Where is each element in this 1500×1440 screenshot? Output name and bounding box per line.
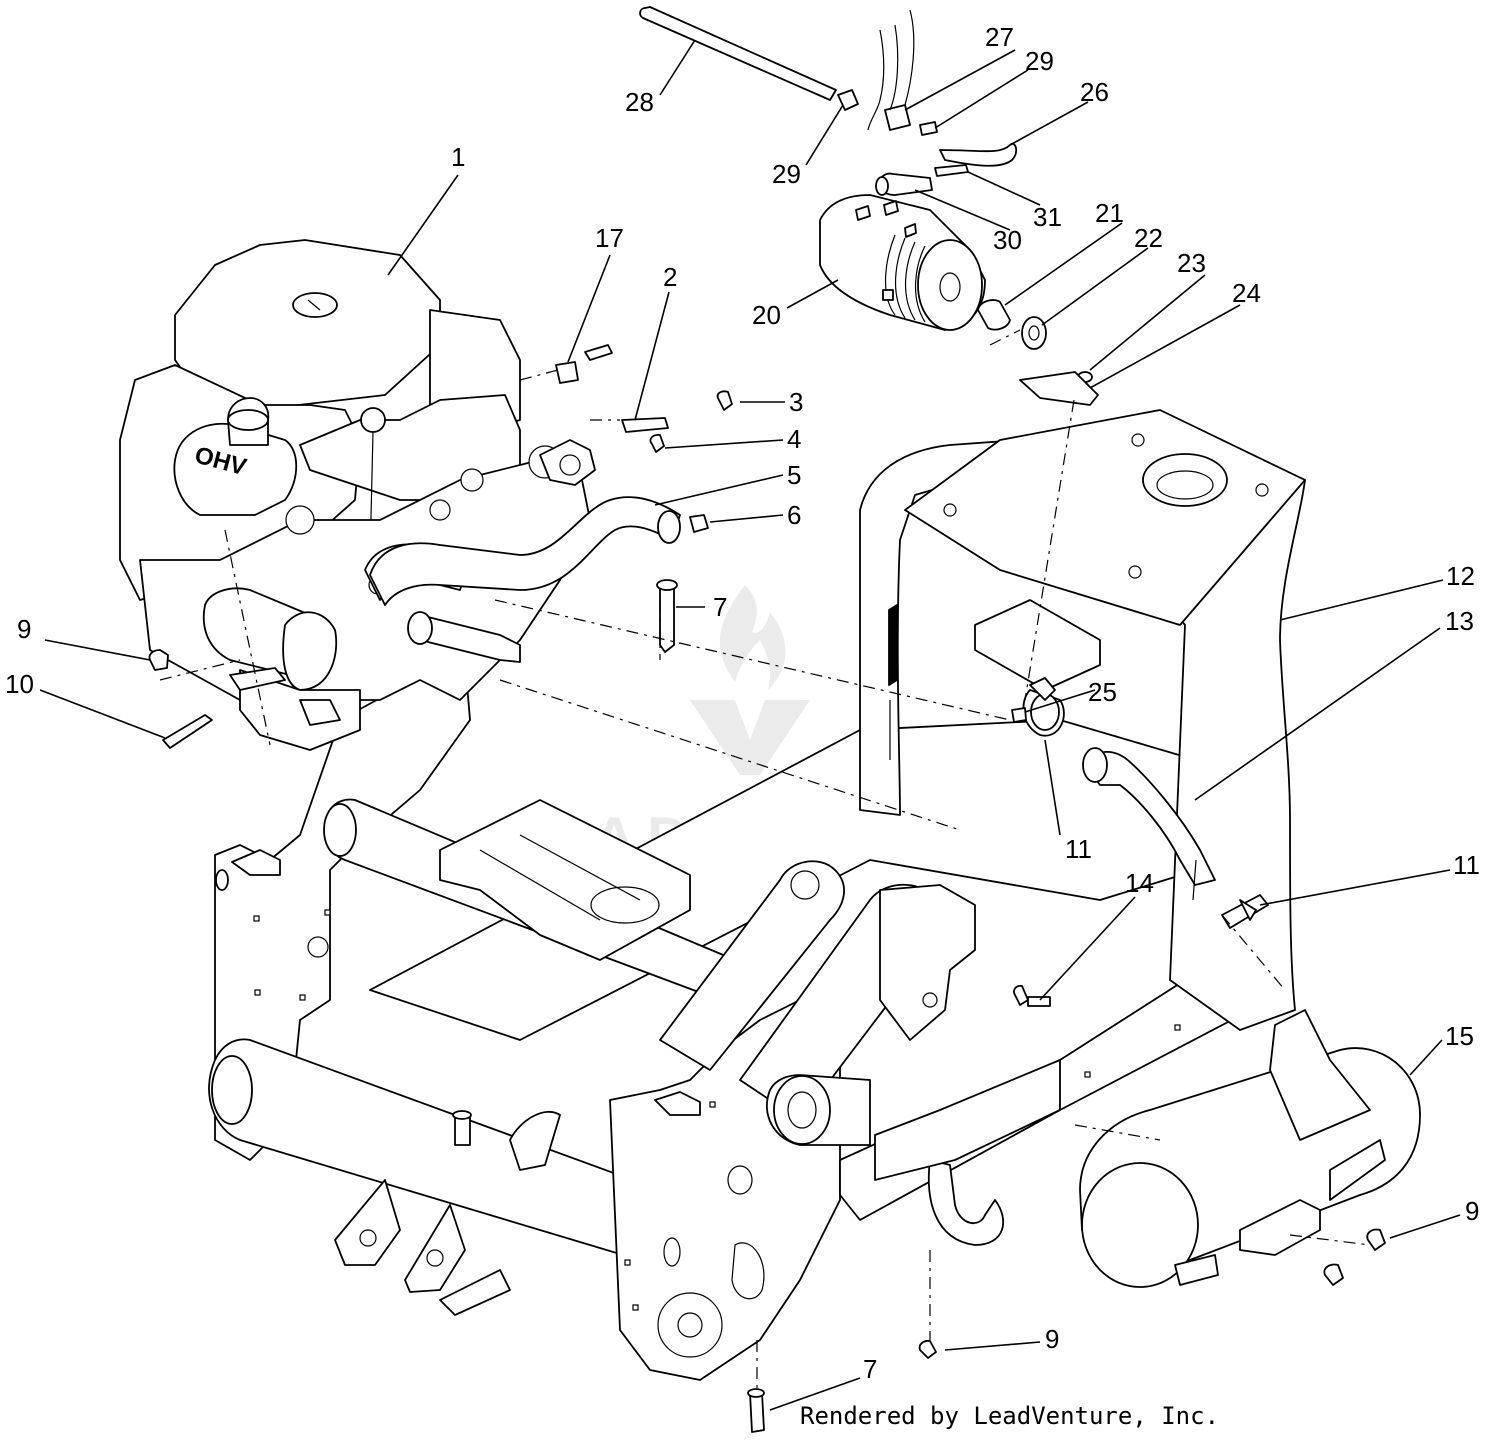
tail-pipe [1082, 747, 1216, 901]
callout-24: 24 [1232, 278, 1261, 308]
callout-30: 30 [993, 225, 1022, 255]
render-credit: Rendered by LeadVenture, Inc. [800, 1402, 1220, 1430]
callout-17: 17 [595, 223, 624, 253]
callout-2: 2 [663, 262, 677, 292]
callout-10: 10 [5, 669, 34, 699]
frame-hole [307, 936, 329, 958]
callout-22: 22 [1134, 223, 1163, 253]
callout-3: 3 [789, 387, 803, 417]
canister-fittings [639, 6, 1099, 406]
callout-31: 31 [1033, 202, 1062, 232]
callout-20: 20 [752, 300, 781, 330]
fuel-vapor-canister [819, 194, 986, 331]
callout-29-upper: 29 [1025, 46, 1054, 76]
callout-7-lower: 7 [863, 1354, 877, 1384]
dipstick-ring [360, 407, 386, 433]
callout-11-right: 11 [1453, 850, 1480, 880]
callout-27: 27 [985, 22, 1014, 52]
leader-lines [39, 39, 1461, 1411]
callout-12: 12 [1446, 561, 1475, 591]
callout-29-left: 29 [772, 159, 801, 189]
callout-1: 1 [451, 142, 465, 172]
callout-15: 15 [1445, 1021, 1474, 1051]
frame-assembly [208, 654, 1271, 1381]
muffler [1079, 1009, 1421, 1288]
callout-4: 4 [787, 424, 801, 454]
callout-13: 13 [1445, 606, 1474, 636]
callout-5: 5 [787, 460, 801, 490]
callout-28: 28 [625, 87, 654, 117]
callout-7-upper: 7 [713, 592, 727, 622]
callout-26: 26 [1080, 77, 1109, 107]
callout-25: 25 [1088, 677, 1117, 707]
callout-21: 21 [1095, 198, 1124, 228]
hardware [148, 344, 1386, 1433]
callout-labels: 1 2 3 4 5 6 7 7 9 9 9 10 11 11 12 13 14 … [5, 22, 1480, 1384]
assembly-lines [159, 329, 1371, 1390]
exhaust-pipe [369, 439, 681, 606]
callout-23: 23 [1177, 248, 1206, 278]
callout-14: 14 [1125, 868, 1154, 898]
callout-9-left: 9 [17, 614, 31, 644]
engine: OHV [119, 239, 591, 751]
callout-11-upper: 11 [1065, 834, 1092, 864]
callout-6: 6 [787, 500, 801, 530]
callout-9-bottom: 9 [1045, 1324, 1059, 1354]
callout-9-right: 9 [1465, 1196, 1479, 1226]
